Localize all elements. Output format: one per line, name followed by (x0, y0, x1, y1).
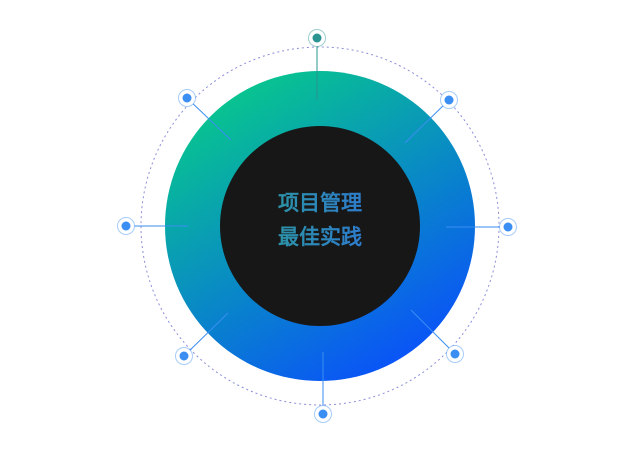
node-dot (312, 33, 322, 43)
center-title: 项目管理 最佳实践 (220, 186, 420, 254)
node-top-right (404, 91, 458, 144)
node-dot (444, 95, 454, 105)
node-right (446, 218, 517, 236)
connector-line (183, 312, 229, 357)
node-dot (121, 221, 131, 231)
node-bottom-right (410, 309, 464, 363)
connector-line (404, 99, 450, 144)
node-dot (179, 351, 189, 361)
node-bottom (314, 352, 332, 423)
dotted-orbit (140, 46, 500, 406)
title-line-1: 项目管理 (278, 191, 362, 215)
node-top (308, 29, 326, 100)
node-left (117, 217, 188, 235)
node-dot (182, 93, 192, 103)
node-dot (318, 409, 328, 419)
connector-line (410, 309, 456, 355)
node-dot (450, 349, 460, 359)
node-top-left (178, 89, 232, 141)
connector-line (186, 97, 232, 141)
center-core (220, 126, 420, 326)
node-dot (503, 222, 513, 232)
title-line-2: 最佳实践 (278, 225, 362, 249)
node-bottom-left (175, 312, 229, 365)
